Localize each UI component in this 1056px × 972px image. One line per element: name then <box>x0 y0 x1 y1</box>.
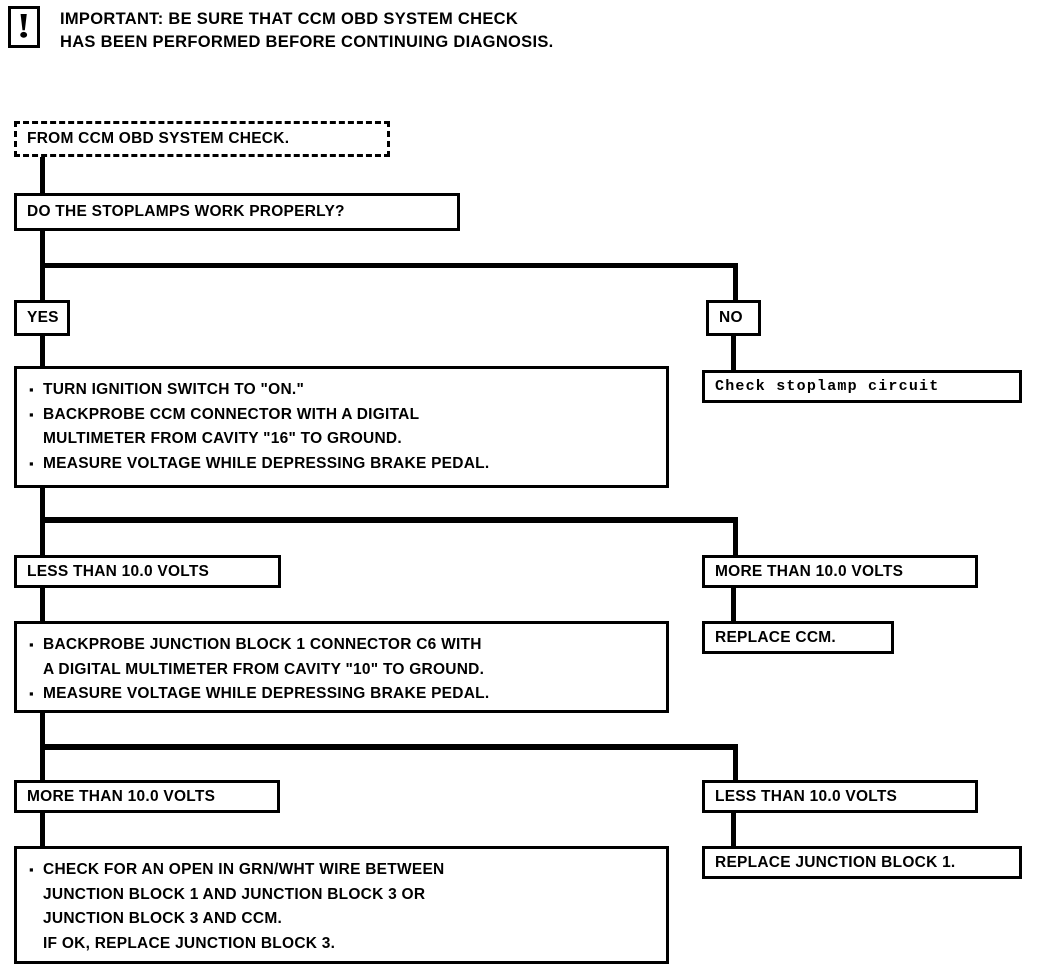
bullet-item: ▪ CHECK FOR AN OPEN IN GRN/WHT WIRE BETW… <box>25 858 444 956</box>
node-replace-ccm-label: REPLACE CCM. <box>715 628 836 646</box>
bullet-marker: ▪ <box>29 382 34 397</box>
connector-bus3-right-drop <box>733 744 738 782</box>
node-replace-junction-block-1-label: REPLACE JUNCTION BLOCK 1. <box>715 853 956 871</box>
bullet-text: CHECK FOR AN OPEN IN GRN/WHT WIRE BETWEE… <box>43 861 445 952</box>
node-start-label: FROM CCM OBD SYSTEM CHECK. <box>27 130 290 147</box>
bullet-item: ▪ MEASURE VOLTAGE WHILE DEPRESSING BRAKE… <box>25 452 489 477</box>
exclamation-glyph: ! <box>16 7 32 46</box>
node-replace-junction-block-1: REPLACE JUNCTION BLOCK 1. <box>702 846 1022 879</box>
bullet-text: TURN IGNITION SWITCH TO "ON." <box>43 381 305 398</box>
connector-no-down <box>731 336 736 370</box>
node-step-1: ▪ TURN IGNITION SWITCH TO "ON." ▪ BACKPR… <box>14 366 669 488</box>
node-branch-no-label: NO <box>719 309 743 326</box>
node-branch-yes-label: YES <box>27 309 59 326</box>
bullet-marker: ▪ <box>29 862 34 877</box>
node-more-than-1: MORE THAN 10.0 VOLTS <box>702 555 978 588</box>
connector-bus1-left-drop <box>40 263 45 300</box>
node-start: FROM CCM OBD SYSTEM CHECK. <box>14 121 390 157</box>
bullet-marker: ▪ <box>29 455 34 471</box>
node-question-label: DO THE STOPLAMPS WORK PROPERLY? <box>27 203 345 220</box>
bullet-marker: ▪ <box>29 406 34 422</box>
node-more-than-2-label: MORE THAN 10.0 VOLTS <box>27 787 216 805</box>
bullet-marker: ▪ <box>29 686 34 701</box>
bullet-item: ▪ BACKPROBE JUNCTION BLOCK 1 CONNECTOR C… <box>25 633 489 682</box>
connector-bus-2 <box>40 517 738 523</box>
connector-morethan1-down <box>731 588 736 621</box>
node-check-stoplamp-label: Check stoplamp circuit <box>715 377 940 395</box>
node-check-stoplamp: Check stoplamp circuit <box>702 370 1022 403</box>
node-less-than-1: LESS THAN 10.0 VOLTS <box>14 555 281 588</box>
bullet-text: BACKPROBE CCM CONNECTOR WITH A DIGITAL M… <box>43 405 420 448</box>
connector-bus-1 <box>40 263 738 268</box>
node-more-than-2: MORE THAN 10.0 VOLTS <box>14 780 280 813</box>
node-replace-ccm: REPLACE CCM. <box>702 621 894 654</box>
bullet-marker: ▪ <box>29 637 34 652</box>
connector-bus-3 <box>40 744 738 750</box>
node-more-than-1-label: MORE THAN 10.0 VOLTS <box>715 562 904 580</box>
connector-lessthan2-down <box>731 813 736 846</box>
connector-bus2-right-drop <box>733 517 738 557</box>
node-branch-no: NO <box>706 300 761 336</box>
connector-question-down <box>40 231 45 268</box>
node-less-than-2: LESS THAN 10.0 VOLTS <box>702 780 978 813</box>
connector-bus3-left-drop <box>40 744 45 782</box>
bullet-text: MEASURE VOLTAGE WHILE DEPRESSING BRAKE P… <box>43 685 490 702</box>
node-question: DO THE STOPLAMPS WORK PROPERLY? <box>14 193 460 231</box>
connector-step1-down <box>40 488 45 520</box>
warning-exclamation-icon: ! <box>8 6 40 48</box>
node-less-than-2-label: LESS THAN 10.0 VOLTS <box>715 787 898 805</box>
connector-yes-down <box>40 336 45 368</box>
important-notice-text: IMPORTANT: BE SURE THAT CCM OBD SYSTEM C… <box>60 10 554 51</box>
connector-step2-down <box>40 713 45 748</box>
bullet-text: MEASURE VOLTAGE WHILE DEPRESSING BRAKE P… <box>43 454 490 472</box>
connector-lessthan1-down <box>40 588 45 621</box>
connector-bus1-right-drop <box>733 263 738 300</box>
node-step-3: ▪ CHECK FOR AN OPEN IN GRN/WHT WIRE BETW… <box>14 846 669 964</box>
connector-bus2-left-drop <box>40 517 45 557</box>
node-less-than-1-label: LESS THAN 10.0 VOLTS <box>27 562 210 580</box>
node-branch-yes: YES <box>14 300 70 336</box>
bullet-text: BACKPROBE JUNCTION BLOCK 1 CONNECTOR C6 … <box>43 636 485 678</box>
bullet-item: ▪ TURN IGNITION SWITCH TO "ON." <box>25 378 489 403</box>
bullet-item: ▪ BACKPROBE CCM CONNECTOR WITH A DIGITAL… <box>25 403 489 452</box>
node-step-2: ▪ BACKPROBE JUNCTION BLOCK 1 CONNECTOR C… <box>14 621 669 713</box>
connector-start-to-question <box>40 157 45 193</box>
connector-morethan2-down <box>40 813 45 846</box>
bullet-item: ▪ MEASURE VOLTAGE WHILE DEPRESSING BRAKE… <box>25 682 489 707</box>
